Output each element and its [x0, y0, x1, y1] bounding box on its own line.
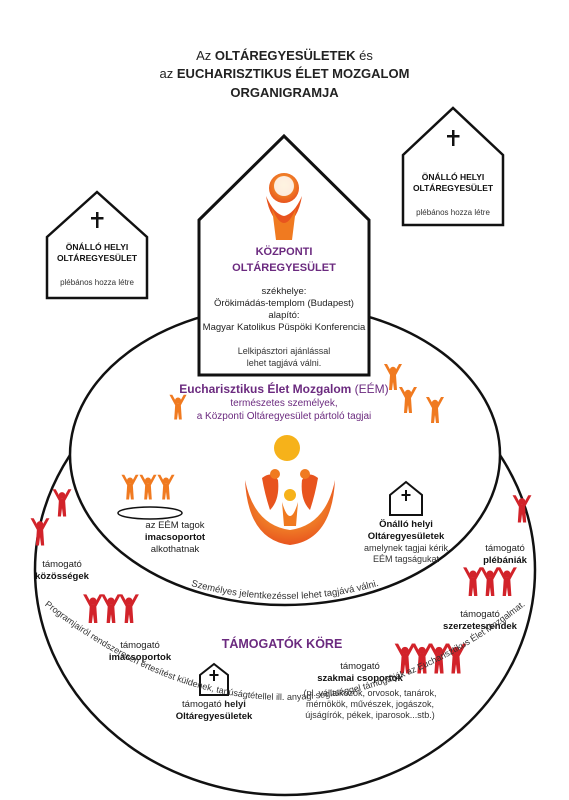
supporters-prayer-groups-icon	[83, 594, 139, 623]
title-line-1: Az OLTÁREGYESÜLETEK és	[196, 48, 373, 63]
title-line-2: az EUCHARISZTIKUS ÉLET MOZGALOM	[160, 66, 410, 81]
cross-icon	[401, 490, 411, 501]
prayer-groups-line1: támogató	[120, 640, 160, 651]
eem-prayer-line2: imacsoportot	[145, 532, 206, 543]
central-name-1: KÖZPONTI	[256, 245, 313, 258]
eem-logo-icon	[245, 435, 335, 545]
eem-prayer-line3: alkothatnak	[151, 544, 200, 555]
professional-line5: újságírók, pékek, iparosok...stb.)	[305, 710, 435, 720]
central-membership-2: lehet tagjává válni.	[247, 358, 322, 368]
central-founder-value: Magyar Katolikus Püspöki Konferencia	[203, 322, 366, 333]
parishes-line2: plébániák	[483, 555, 528, 566]
eem-title: Eucharisztikus Élet Mozgalom (EÉM)	[179, 381, 388, 396]
local-house-left	[45, 190, 149, 300]
local-right-line1: ÖNÁLLÓ HELYI	[422, 171, 485, 182]
eem-local-line3: amelynek tagjai kérik	[364, 543, 449, 553]
central-founder-label: alapító:	[268, 310, 299, 321]
local-left-note: plébános hozza létre	[60, 278, 134, 287]
central-name-2: OLTÁREGYESÜLET	[232, 261, 336, 274]
cross-icon	[91, 212, 104, 228]
central-seat-value: Örökimádás-templom (Budapest)	[214, 298, 354, 309]
local-house-right	[401, 106, 505, 227]
eem-local-line2: Oltáregyesületek	[368, 531, 445, 542]
orders-line2: szerzetesrendek	[443, 621, 518, 632]
cross-icon	[447, 130, 460, 146]
supporters-title: TÁMOGATÓK KÖRE	[222, 636, 343, 651]
supporters-local-line2: Oltáregyesületek	[176, 711, 253, 722]
central-house	[197, 133, 371, 377]
professional-line4: mérnökök, művészek, jogászok,	[306, 699, 434, 709]
cross-icon	[209, 670, 219, 681]
central-membership-1: Lelkipásztori ajánlással	[238, 346, 331, 356]
supporters-communities-icon	[30, 489, 72, 546]
local-left-line2: OLTÁREGYESÜLET	[57, 253, 138, 263]
eem-local-line4: EÉM tagságukat	[373, 554, 440, 564]
local-left-line1: ÖNÁLLÓ HELYI	[66, 241, 129, 252]
prayer-group-ring	[117, 506, 183, 520]
professional-line2: szakmai csoportok	[317, 673, 403, 684]
parishes-line1: támogató	[485, 543, 525, 554]
orders-line1: támogató	[460, 609, 500, 620]
communities-line2: közösségek	[35, 571, 90, 582]
communities-line1: támogató	[42, 559, 82, 570]
central-logo-icon	[266, 173, 302, 240]
professional-line1: támogató	[340, 661, 380, 672]
eem-prayer-line1: az EÉM tagok	[145, 520, 204, 531]
professional-line3: (pl. vállalkozók, orvosok, tanárok,	[303, 688, 436, 698]
supporters-local-line1: támogató helyi	[182, 699, 246, 710]
eem-local-line1: Önálló helyi	[379, 519, 433, 530]
supporters-orders-icon	[463, 567, 517, 596]
local-right-line2: OLTÁREGYESÜLET	[413, 183, 494, 193]
eem-sub-2: a Központi Oltáregyesület pártoló tagjai	[197, 411, 372, 422]
local-right-note: plébános hozza létre	[416, 208, 490, 217]
title-line-3: ORGANIGRAMJA	[230, 85, 339, 100]
central-seat-label: székhelye:	[262, 286, 307, 297]
prayer-groups-line2: imacsoportok	[109, 652, 172, 663]
eem-sub-1: természetes személyek,	[230, 398, 337, 409]
